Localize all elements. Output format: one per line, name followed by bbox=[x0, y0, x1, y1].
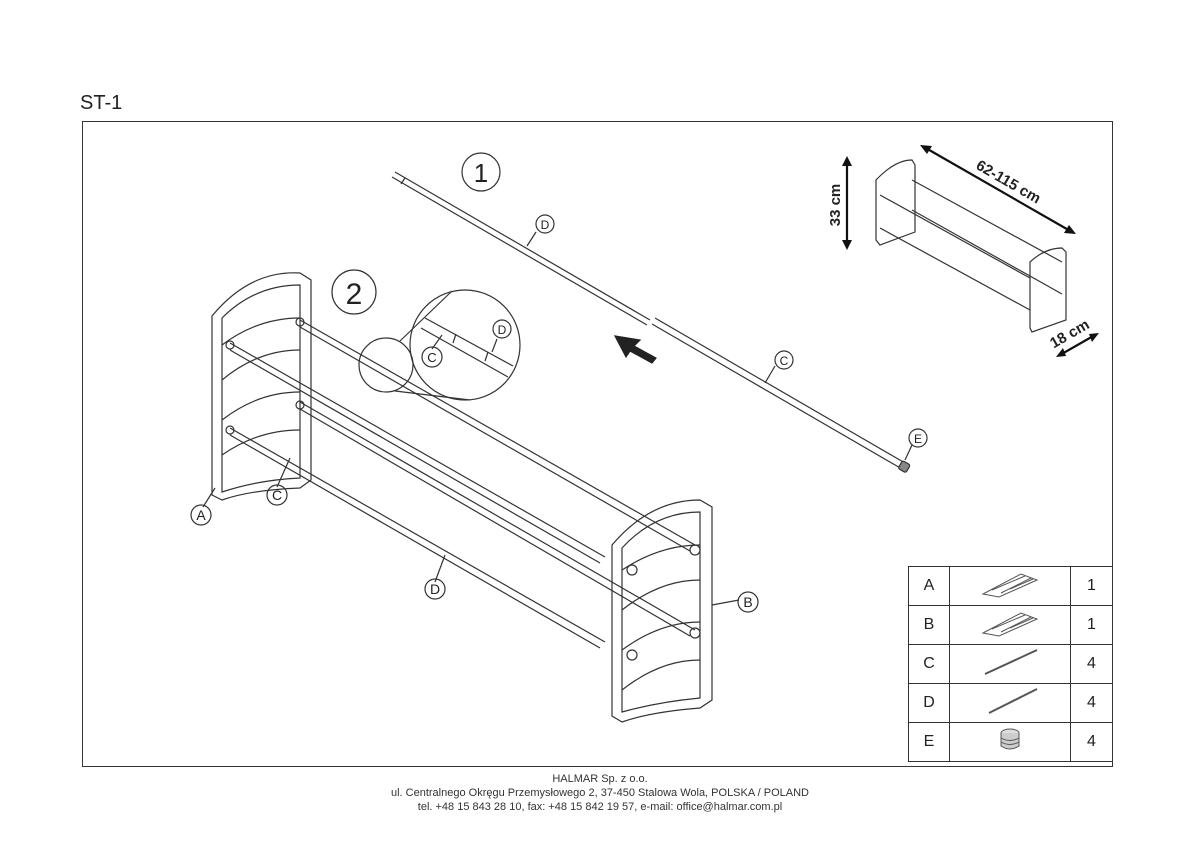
footer-company: HALMAR Sp. z o.o. bbox=[552, 773, 648, 785]
callout-b: B bbox=[743, 594, 752, 610]
footer-address: ul. Centralnego Okręgu Przemysłowego 2, … bbox=[390, 787, 809, 799]
step-2-label: 2 bbox=[346, 278, 363, 311]
part-letter: E bbox=[908, 722, 950, 762]
callout-c-zoom: C bbox=[427, 350, 436, 365]
step1-rod-assembly bbox=[391, 171, 911, 473]
depth-arrow-icon bbox=[1059, 334, 1096, 356]
overview-drawing bbox=[875, 159, 1067, 333]
rod-icon bbox=[984, 648, 1038, 675]
parts-row: C 4 bbox=[908, 644, 1113, 684]
part-image bbox=[949, 605, 1071, 645]
parts-row: E 4 bbox=[908, 722, 1113, 762]
part-letter: C bbox=[908, 644, 950, 684]
part-qty: 4 bbox=[1070, 683, 1113, 723]
step-1-label: 1 bbox=[474, 158, 488, 188]
side-panel-a bbox=[211, 272, 312, 501]
footer-contact: tel. +48 15 843 28 10, fax: +48 15 842 1… bbox=[417, 801, 783, 813]
callout-c: C bbox=[272, 487, 282, 503]
part-qty: 4 bbox=[1070, 722, 1113, 762]
part-image bbox=[949, 683, 1071, 723]
side-panel-b bbox=[611, 499, 713, 723]
callout-d-zoom: D bbox=[498, 323, 507, 337]
length-arrow-icon bbox=[923, 146, 1073, 233]
part-letter: B bbox=[908, 605, 950, 645]
instruction-frame bbox=[82, 121, 1113, 767]
part-qty: 4 bbox=[1070, 644, 1113, 684]
parts-row: A 1 bbox=[908, 566, 1113, 606]
model-title: ST-1 bbox=[80, 92, 123, 114]
part-qty: 1 bbox=[1070, 605, 1113, 645]
dimension-height: 33 cm bbox=[827, 184, 844, 227]
dimension-depth: 18 cm bbox=[1047, 316, 1092, 352]
part-letter: D bbox=[908, 683, 950, 723]
step-1-circle bbox=[461, 152, 501, 192]
end-cap-icon bbox=[1000, 728, 1020, 749]
callout-d-step1: D bbox=[541, 218, 550, 232]
direction-arrow-icon bbox=[613, 335, 657, 364]
callout-a: A bbox=[196, 507, 206, 523]
dimension-arrows bbox=[845, 146, 1096, 356]
callout-e-step1: E bbox=[914, 432, 922, 446]
rod-icon bbox=[988, 687, 1038, 714]
part-qty: 1 bbox=[1070, 566, 1113, 606]
callout-c-step1: C bbox=[780, 354, 789, 368]
end-cap-e bbox=[898, 460, 911, 473]
footer: HALMAR Sp. z o.o. ul. Centralnego Okręgu… bbox=[0, 772, 1200, 814]
part-letter: A bbox=[908, 566, 950, 606]
rods bbox=[229, 319, 696, 649]
side-panel-icon bbox=[981, 611, 1039, 637]
parts-row: B 1 bbox=[908, 605, 1113, 645]
parts-table: A 1 B 1 C 4 D 4 E 4 bbox=[908, 566, 1113, 762]
part-image bbox=[949, 566, 1071, 606]
step-2-circle bbox=[331, 269, 377, 315]
part-image bbox=[949, 644, 1071, 684]
zoom-detail bbox=[358, 289, 521, 401]
part-image bbox=[949, 722, 1071, 762]
parts-row: D 4 bbox=[908, 683, 1113, 723]
side-panel-icon bbox=[981, 572, 1039, 598]
callout-d: D bbox=[430, 581, 440, 597]
